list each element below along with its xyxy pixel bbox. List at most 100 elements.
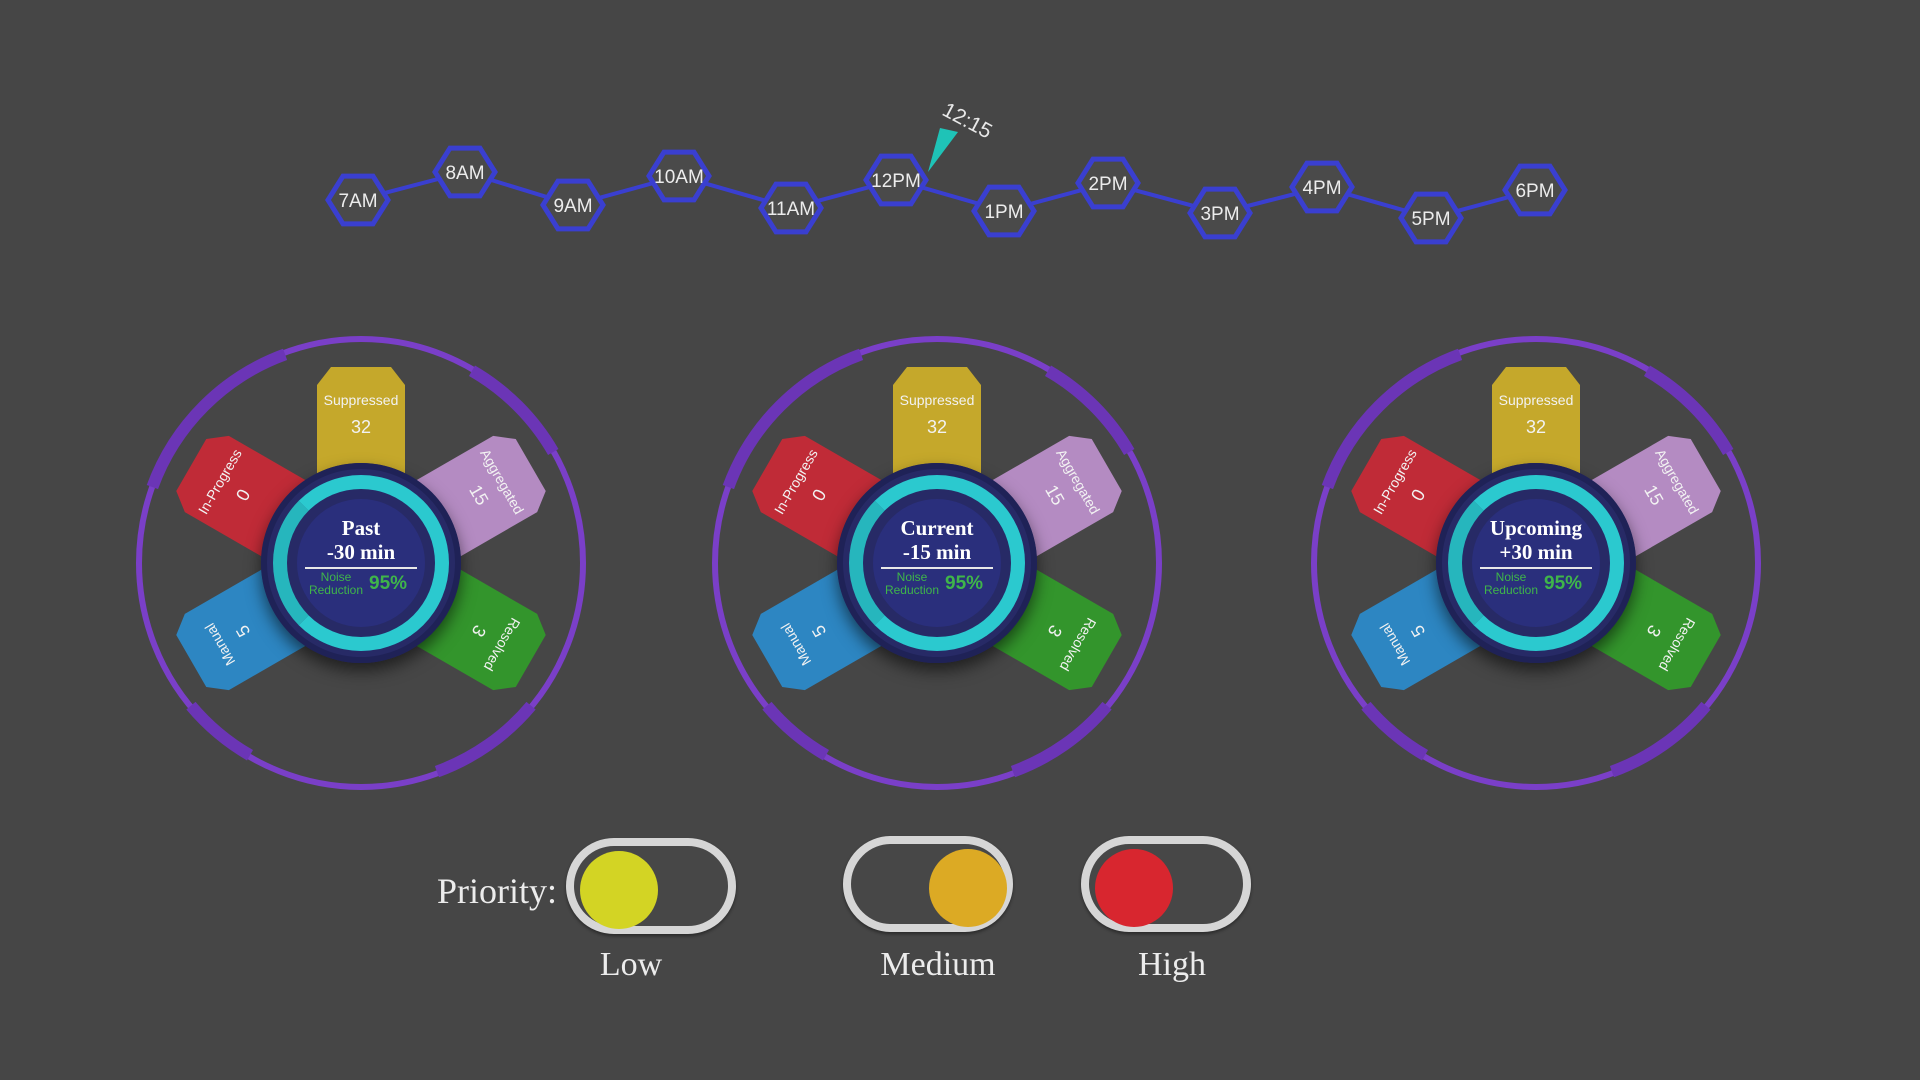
noise-reduction-value: 95% (369, 573, 408, 594)
timeline-hour-9am[interactable]: 9AM (540, 178, 606, 232)
segment-suppressed[interactable]: Suppressed 32 (893, 367, 981, 483)
noise-reduction-label: Noise Reduction (303, 571, 369, 597)
hour-node-shape (1289, 160, 1355, 214)
timeline-hour-2pm[interactable]: 2PM (1075, 156, 1141, 210)
priority-label-medium: Medium (880, 946, 996, 983)
toggle-knob (1095, 849, 1173, 927)
ring-arc (146, 348, 288, 490)
priority-toggle-medium[interactable] (843, 836, 1013, 932)
priority-label-low: Low (599, 946, 663, 983)
ring-arc (1010, 701, 1112, 778)
hour-label: 7AM (338, 191, 377, 212)
hour-label: 4PM (1302, 178, 1341, 199)
noise-label-line-1: Noise (320, 570, 352, 584)
noise-label-line-2: Reduction (308, 583, 364, 597)
hour-node-shape (540, 178, 606, 232)
priority-label: Priority: (437, 871, 558, 911)
outer-ring (712, 336, 1162, 790)
segment-suppressed[interactable]: Suppressed 32 (317, 367, 405, 483)
noise-reduction-label: Noise Reduction (1478, 571, 1544, 597)
core-center (1472, 499, 1600, 627)
timeline-hour-4pm[interactable]: 4PM (1289, 160, 1355, 214)
hour-label: 6PM (1515, 181, 1554, 202)
hour-label: 12PM (871, 171, 921, 192)
ring-arc (1321, 348, 1463, 490)
priority-label-high: High (1138, 946, 1206, 983)
segment-label: Suppressed (900, 392, 975, 408)
segment-count: 32 (1526, 417, 1546, 437)
ring-arc (1361, 701, 1429, 761)
ring-arc (1609, 701, 1711, 778)
dial-offset: -15 min (902, 540, 972, 564)
hour-node-shape (1187, 186, 1253, 240)
hour-label: 2PM (1088, 174, 1127, 195)
ring-arc (722, 348, 864, 490)
priority-toggle-high[interactable] (1081, 836, 1251, 932)
dial-title: Current (900, 516, 974, 540)
hour-label: 5PM (1411, 209, 1450, 230)
hour-node-shape (863, 153, 929, 207)
ring-arc (468, 365, 559, 456)
dial-title: Past (341, 516, 381, 540)
timeline-hour-1pm[interactable]: 1PM (971, 184, 1037, 238)
ring-arc (186, 701, 254, 761)
dial-offset: -30 min (326, 540, 396, 564)
ring-arc (1643, 365, 1734, 456)
current-time-marker[interactable]: 12:15 (928, 98, 996, 172)
hour-node-shape (1502, 163, 1568, 217)
hour-node-shape (646, 149, 712, 203)
ring-arc (434, 701, 536, 778)
dial-core: Upcoming +30 min Noise Reduction 95% (1436, 463, 1636, 663)
outer-ring (136, 336, 586, 790)
timeline-path (357, 169, 1536, 221)
core-divider (881, 567, 993, 569)
priority-toggle-low[interactable] (566, 838, 736, 934)
hour-node-shape (432, 145, 498, 199)
hour-label: 11AM (767, 199, 815, 220)
segment-label: Suppressed (1499, 392, 1574, 408)
segment-count: 32 (351, 417, 371, 437)
dial-title: Upcoming (1489, 516, 1583, 540)
core-center (873, 499, 1001, 627)
noise-reduction-value: 95% (945, 573, 984, 594)
dial-offset: +30 min (1499, 540, 1573, 564)
noise-reduction-label: Noise Reduction (879, 571, 945, 597)
hour-label: 9AM (553, 196, 592, 217)
segment-suppressed[interactable]: Suppressed 32 (1492, 367, 1580, 483)
noise-reduction-value: 95% (1544, 573, 1583, 594)
noise-label-line-1: Noise (1495, 570, 1527, 584)
toggle-knob (929, 849, 1007, 927)
toggle-knob (580, 851, 658, 929)
noise-label-line-1: Noise (896, 570, 928, 584)
current-time-pointer-icon (928, 128, 958, 172)
dial-core: Past -30 min Noise Reduction 95% (261, 463, 461, 663)
timeline-hour-8am[interactable]: 8AM (432, 145, 498, 199)
timeline-hour-12pm[interactable]: 12PM (863, 153, 929, 207)
timeline-hour-7am[interactable]: 7AM (325, 173, 391, 227)
timeline-hour-10am[interactable]: 10AM (646, 149, 712, 203)
hour-label: 3PM (1200, 204, 1239, 225)
hour-label: 1PM (984, 202, 1023, 223)
hour-node-shape (325, 173, 391, 227)
segment-count: 32 (927, 417, 947, 437)
timeline-hour-5pm[interactable]: 5PM (1398, 191, 1464, 245)
segment-shape (893, 367, 981, 483)
hour-node-shape (758, 181, 824, 235)
segment-shape (1492, 367, 1580, 483)
timeline-hour-11am[interactable]: 11AM (758, 181, 824, 235)
hour-node-shape (1075, 156, 1141, 210)
core-center (297, 499, 425, 627)
dial-graphic: Suppressed32Aggregated15Resolved3Manual5… (136, 336, 586, 790)
hour-node-shape (1398, 191, 1464, 245)
outer-ring (1311, 336, 1761, 790)
segment-label: Suppressed (324, 392, 399, 408)
timeline-hour-6pm[interactable]: 6PM (1502, 163, 1568, 217)
dial-core: Current -15 min Noise Reduction 95% (837, 463, 1037, 663)
noise-label-line-2: Reduction (1483, 583, 1539, 597)
timeline-hour-3pm[interactable]: 3PM (1187, 186, 1253, 240)
segment-shape (317, 367, 405, 483)
hour-label: 8AM (445, 163, 484, 184)
